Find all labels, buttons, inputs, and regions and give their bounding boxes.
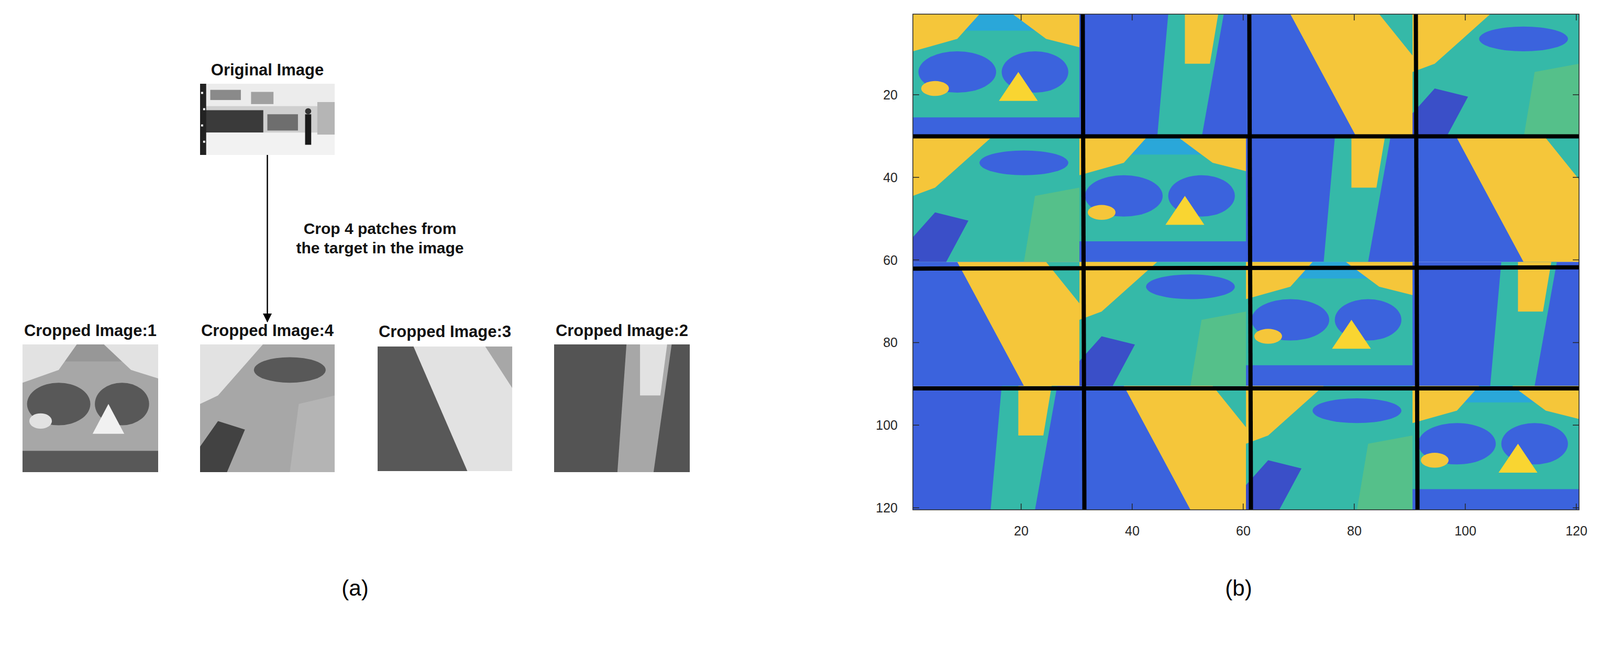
photo-desk <box>200 110 264 134</box>
shirt-patch <box>1079 385 1246 511</box>
photo-ceiling <box>200 83 335 107</box>
face-patch <box>1245 262 1413 387</box>
photo-person <box>305 108 312 115</box>
crop-patch <box>200 344 335 473</box>
photo-noise <box>201 92 204 95</box>
photo-noise <box>203 140 206 143</box>
tick-label: 100 <box>875 417 898 434</box>
tick-label: 80 <box>1347 523 1362 539</box>
original-photo <box>200 83 335 156</box>
x-ticks <box>1021 14 1577 21</box>
tick-label: 40 <box>883 170 898 186</box>
y-ticks <box>1572 94 1580 509</box>
face-patch <box>912 14 1080 139</box>
crop-patch <box>22 344 159 473</box>
arrow-label: Crop 4 patches from the target in the im… <box>293 218 467 259</box>
shirt-patch <box>912 262 1080 387</box>
image-caption: Cropped Image:2 <box>555 321 689 341</box>
crop-patch <box>554 344 690 473</box>
grid-line <box>1249 14 1251 511</box>
shirt-patch <box>1245 14 1413 139</box>
grid-line <box>1082 14 1085 511</box>
panel-label: (a) <box>341 576 369 602</box>
photo-floor <box>200 132 335 156</box>
photo-noise <box>203 108 206 111</box>
chin-patch <box>912 138 1080 263</box>
axes-frame <box>912 14 1580 511</box>
jacket-patch <box>1412 262 1580 387</box>
photo-border <box>200 83 207 156</box>
photo-noise <box>201 124 204 127</box>
grid-line <box>912 267 1580 269</box>
photo-window <box>250 92 274 105</box>
crop-patch <box>377 346 513 472</box>
y-ticks <box>912 94 920 509</box>
crop-arrow <box>266 155 269 322</box>
tick-label: 40 <box>1124 523 1140 539</box>
tick-label: 80 <box>883 335 898 351</box>
jacket-patch <box>554 344 690 473</box>
image-panel: Cropped Image:1 <box>21 321 160 473</box>
photo-window <box>210 90 241 101</box>
image-caption: Cropped Image:1 <box>24 321 157 341</box>
axes <box>908 9 1585 516</box>
image-panel: Cropped Image:4 <box>198 321 337 473</box>
grid-line <box>1415 14 1418 511</box>
image-caption: Cropped Image:3 <box>378 322 512 342</box>
tick-label: 60 <box>1236 523 1251 539</box>
patch-mosaic <box>912 14 1580 511</box>
image-panel: Original Image <box>200 60 335 156</box>
chin-patch <box>1412 14 1580 139</box>
image-caption: Cropped Image:4 <box>201 321 334 341</box>
x-ticks <box>1021 503 1577 511</box>
tick-label: 120 <box>1565 523 1588 539</box>
photo-ground <box>200 83 335 156</box>
grid-line <box>912 134 1580 139</box>
photo-cabinet <box>267 114 299 131</box>
chin-patch <box>200 344 335 473</box>
image-panel: Cropped Image:2 <box>553 321 691 473</box>
grid-line <box>912 386 1580 391</box>
photo-wall <box>317 102 335 135</box>
panel-label: (b) <box>1225 576 1252 602</box>
tick-label: 60 <box>883 252 898 269</box>
tick-label: 120 <box>875 500 898 516</box>
shirt-patch <box>377 346 513 472</box>
photo-person <box>305 114 312 145</box>
image-caption: Original Image <box>211 60 324 80</box>
face-patch <box>22 344 159 473</box>
jacket-patch <box>1245 138 1413 263</box>
jacket-patch <box>1079 14 1246 139</box>
chin-patch <box>1245 385 1413 511</box>
image-panel: Cropped Image:3 <box>376 322 514 472</box>
tick-label: 20 <box>1013 523 1029 539</box>
tick-label: 100 <box>1454 523 1477 539</box>
shirt-patch <box>1412 138 1580 263</box>
chin-patch <box>1079 262 1246 387</box>
jacket-patch <box>912 385 1080 511</box>
tick-label: 20 <box>883 87 898 103</box>
axes-box <box>912 14 1580 511</box>
face-patch <box>1079 138 1246 263</box>
face-patch <box>1412 385 1580 511</box>
